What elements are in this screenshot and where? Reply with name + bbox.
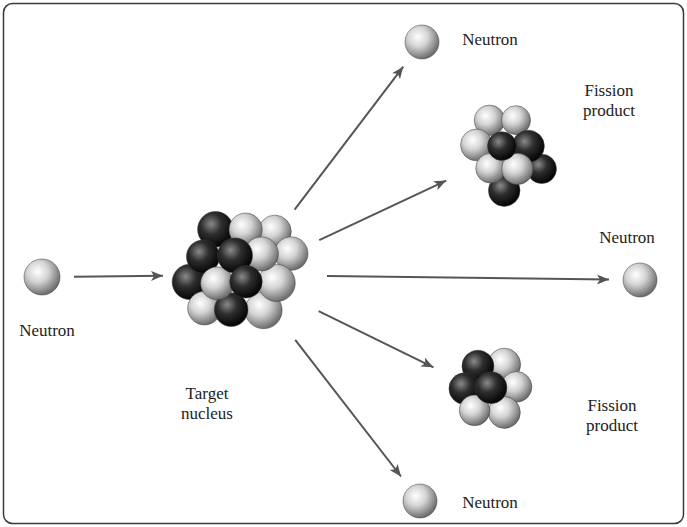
neutron-sphere bbox=[405, 25, 439, 59]
proton-sphere bbox=[475, 372, 507, 404]
particle-label: Neutron bbox=[599, 228, 655, 248]
motion-arrow bbox=[74, 275, 163, 278]
motion-arrow bbox=[327, 276, 609, 280]
neutron-sphere bbox=[24, 259, 60, 295]
proton-sphere bbox=[488, 132, 517, 161]
nucleon-cluster bbox=[450, 98, 560, 208]
nucleus-cluster: Target nucleus bbox=[173, 203, 317, 347]
proton-sphere bbox=[230, 266, 263, 299]
panel-border bbox=[4, 4, 684, 524]
neutron-sphere bbox=[623, 263, 657, 297]
nucleon-cluster bbox=[173, 203, 317, 347]
neutron-particle: Neutron bbox=[405, 25, 439, 59]
motion-arrow bbox=[295, 67, 404, 210]
particle-label: Target nucleus bbox=[159, 384, 255, 424]
particle-label: Fission product bbox=[561, 81, 657, 121]
particle-label: Neutron bbox=[462, 30, 518, 50]
particle-label: Neutron bbox=[19, 321, 75, 341]
neutron-sphere bbox=[405, 25, 439, 59]
neutron-sphere bbox=[403, 484, 437, 518]
nucleon-cluster bbox=[437, 342, 543, 448]
motion-arrow bbox=[319, 181, 446, 241]
neutron-particle: Neutron bbox=[623, 263, 657, 297]
particle-label: Fission product bbox=[564, 396, 660, 436]
neutron-sphere bbox=[24, 259, 60, 295]
motion-arrow bbox=[295, 340, 401, 477]
nucleus-cluster: Fission product bbox=[450, 98, 560, 208]
particle-label: Neutron bbox=[462, 493, 518, 513]
nucleus-cluster: Fission product bbox=[437, 342, 543, 448]
motion-arrow bbox=[319, 311, 434, 367]
neutron-sphere bbox=[403, 484, 437, 518]
neutron-particle: Neutron bbox=[24, 259, 60, 295]
neutron-sphere bbox=[623, 263, 657, 297]
neutron-particle: Neutron bbox=[403, 484, 437, 518]
